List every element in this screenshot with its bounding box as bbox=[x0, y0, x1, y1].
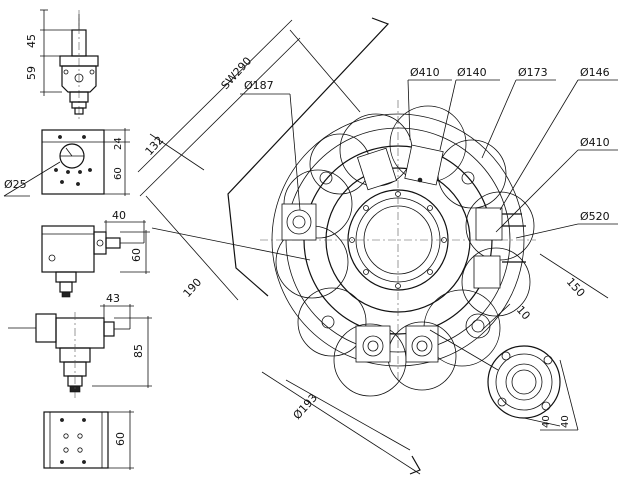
dim-d146-label: Ø146 bbox=[580, 66, 610, 79]
base-block bbox=[43, 410, 134, 470]
dim-side-top-label: 45 bbox=[25, 34, 38, 48]
turret-station-blocks bbox=[281, 144, 526, 363]
dim-10-label: 10 bbox=[514, 303, 533, 322]
dim-d410-right-label: Ø410 bbox=[580, 136, 610, 149]
flange-detail bbox=[429, 253, 609, 431]
dim-base-height-label: 60 bbox=[114, 432, 127, 446]
dim-d520-label: Ø520 bbox=[580, 210, 610, 223]
dim-d173-label: Ø173 bbox=[518, 66, 548, 79]
dim-190-label: 190 bbox=[181, 276, 205, 300]
dim-diameter-25-label: Ø25 bbox=[4, 178, 27, 191]
side-view-tool-holder bbox=[40, 9, 99, 120]
dim-d140-label: Ø140 bbox=[457, 66, 487, 79]
dim-radial1-height-label: 60 bbox=[130, 248, 143, 262]
dim-front-height-label: 60 bbox=[113, 167, 124, 180]
dim-side-bottom-label: 59 bbox=[25, 66, 38, 80]
dim-radial2-height-label: 85 bbox=[132, 344, 145, 358]
turret-leaders bbox=[240, 79, 618, 239]
radial-tool-1 bbox=[41, 220, 150, 298]
dim-150-label: 150 bbox=[564, 275, 588, 299]
dim-132-label: 132 bbox=[143, 134, 167, 158]
turret-diagonal-dimensions bbox=[137, 17, 421, 475]
turret-tool-circles bbox=[275, 105, 535, 397]
radial-tool-2 bbox=[8, 304, 152, 398]
front-view-block bbox=[3, 128, 130, 197]
dim-radial1-width-label: 40 bbox=[112, 209, 126, 222]
dim-d187-label: Ø187 bbox=[244, 79, 274, 92]
dim-d410-top-label: Ø410 bbox=[410, 66, 440, 79]
dim-40b-label: 40 bbox=[560, 415, 571, 428]
dim-radial2-width-label: 43 bbox=[106, 292, 120, 305]
dim-front-top-label: 24 bbox=[113, 137, 124, 150]
dim-40a-label: 40 bbox=[541, 415, 552, 428]
